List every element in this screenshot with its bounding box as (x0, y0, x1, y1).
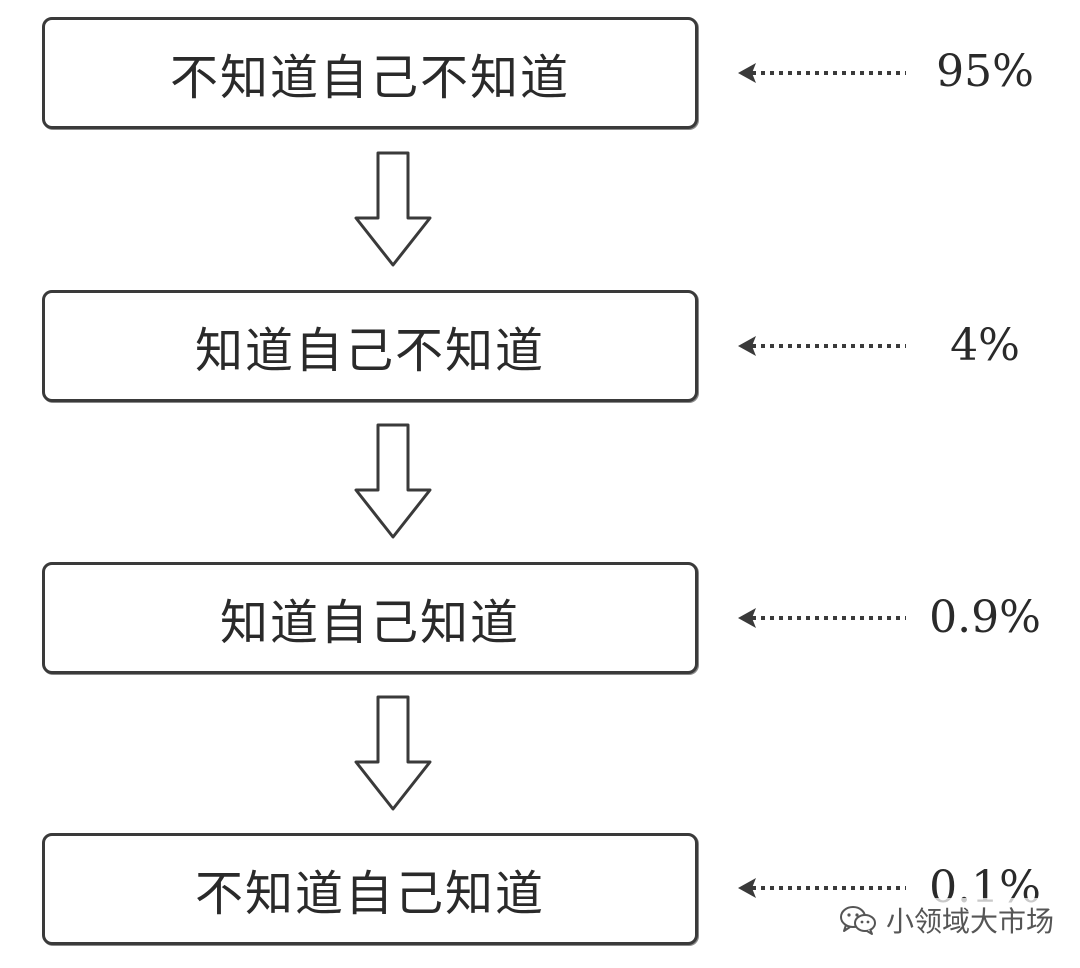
dotted-left-arrow-icon (738, 63, 906, 83)
down-arrow-icon (354, 151, 432, 267)
down-arrow-icon (354, 423, 432, 539)
level-label: 知道自己不知道 (194, 323, 545, 379)
dotted-left-arrow-icon (738, 878, 906, 898)
level-box-3: 知道自己知道 (42, 562, 698, 674)
watermark-text: 小领域大市场 (886, 905, 1055, 938)
level-label: 不知道自己不知道 (169, 50, 570, 106)
down-arrow-icon (354, 695, 432, 811)
level-box-1: 不知道自己不知道 (42, 17, 698, 129)
level-percent-3: 0.9% (929, 592, 1041, 643)
watermark: 小领域大市场 (836, 898, 1061, 942)
level-percent-2: 4% (950, 320, 1020, 371)
dotted-left-arrow-icon (738, 608, 906, 628)
level-label: 不知道自己知道 (194, 866, 545, 922)
level-label: 知道自己知道 (219, 595, 520, 651)
level-box-2: 知道自己不知道 (42, 290, 698, 402)
dotted-left-arrow-icon (738, 336, 906, 356)
wechat-icon (838, 904, 878, 936)
level-box-4: 不知道自己知道 (42, 833, 698, 945)
level-percent-1: 95% (936, 46, 1034, 97)
